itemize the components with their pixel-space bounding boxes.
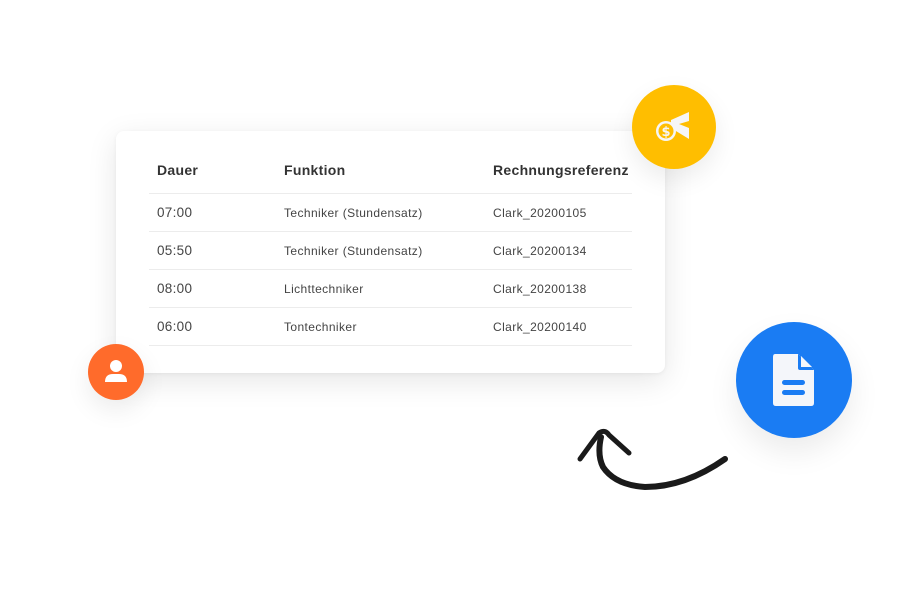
- curved-arrow-icon: [577, 428, 728, 491]
- money-send-badge: $: [632, 85, 716, 169]
- table-row[interactable]: 05:50 Techniker (Stundensatz) Clark_2020…: [149, 232, 632, 270]
- cell-dauer: 06:00: [157, 319, 193, 334]
- cell-funktion: Lichttechniker: [284, 281, 364, 296]
- money-send-icon: $: [656, 112, 689, 141]
- cell-funktion: Tontechniker: [284, 319, 357, 334]
- document-badge: [736, 322, 852, 438]
- cell-funktion: Techniker (Stundensatz): [284, 205, 423, 220]
- header-dauer: Dauer: [157, 162, 199, 178]
- cell-dauer: 05:50: [157, 243, 193, 258]
- cell-dauer: 08:00: [157, 281, 193, 296]
- user-badge: [88, 344, 144, 400]
- user-icon: [105, 360, 127, 382]
- cell-referenz: Clark_20200134: [493, 243, 587, 258]
- cell-referenz: Clark_20200140: [493, 319, 587, 334]
- document-icon: [773, 354, 814, 406]
- cell-referenz: Clark_20200105: [493, 205, 587, 220]
- cell-dauer: 07:00: [157, 205, 193, 220]
- cell-funktion: Techniker (Stundensatz): [284, 243, 423, 258]
- table-row[interactable]: 06:00 Tontechniker Clark_20200140: [149, 308, 632, 346]
- cell-referenz: Clark_20200138: [493, 281, 587, 296]
- svg-text:$: $: [661, 125, 670, 140]
- table-header: Dauer Funktion Rechnungsreferenz: [149, 147, 632, 194]
- header-funktion: Funktion: [284, 162, 346, 178]
- table-row[interactable]: 08:00 Lichttechniker Clark_20200138: [149, 270, 632, 308]
- time-entries-table: Dauer Funktion Rechnungsreferenz 07:00 T…: [149, 147, 632, 346]
- header-rechnungsreferenz: Rechnungsreferenz: [493, 162, 629, 178]
- time-entries-card: Dauer Funktion Rechnungsreferenz 07:00 T…: [116, 131, 665, 373]
- table-row[interactable]: 07:00 Techniker (Stundensatz) Clark_2020…: [149, 194, 632, 232]
